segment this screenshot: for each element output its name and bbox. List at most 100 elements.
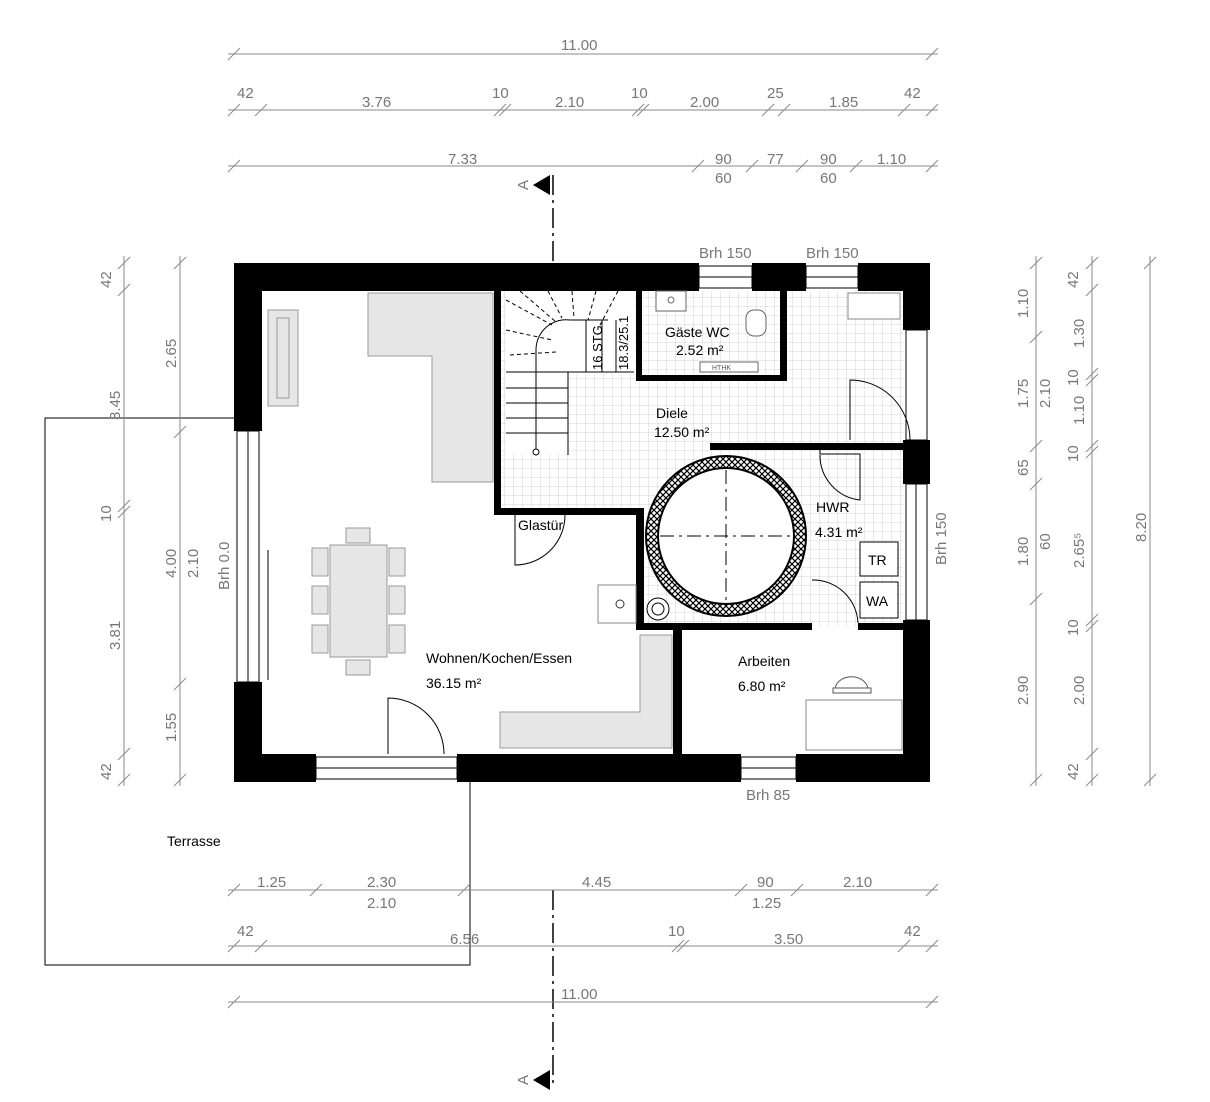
outer-walls bbox=[234, 263, 930, 782]
dryer-label: TR bbox=[868, 552, 887, 568]
dim-left-inner: 2.10 bbox=[185, 549, 202, 578]
radiator-label: HTHK bbox=[712, 365, 731, 372]
wc-fixtures: HTHK bbox=[655, 290, 767, 373]
dimensions-bottom: 1.25 2.30 4.45 90 2.10 2.10 1.25 42 6.56… bbox=[228, 874, 938, 1003]
dim-bottom-row1: 90 bbox=[757, 874, 774, 891]
dim-left-outer: 10 bbox=[98, 505, 115, 522]
dim-left-outer: 42 bbox=[98, 763, 115, 780]
guest-wc-area: 2.52 m² bbox=[676, 342, 724, 358]
hall-name: Diele bbox=[656, 405, 688, 421]
section-arrow-icon bbox=[533, 175, 550, 195]
window-top-right-label: Brh 150 bbox=[806, 245, 859, 262]
dim-right-col2: 2.00 bbox=[1071, 676, 1088, 705]
dim-top-overall: 11.00 bbox=[561, 37, 597, 54]
dim-left-outer: 3.45 bbox=[107, 391, 124, 420]
dim-bottom-row1-lower: 1.25 bbox=[752, 895, 781, 912]
dim-right-col2: 42 bbox=[1065, 763, 1082, 780]
dim-top-row3: 7.33 bbox=[448, 151, 477, 168]
dim-right-overall: 8.20 bbox=[1133, 513, 1150, 542]
dim-bottom-row1: 2.30 bbox=[367, 874, 396, 891]
dim-bottom-row2: 3.50 bbox=[774, 931, 803, 948]
dim-bottom-row1-lower: 2.10 bbox=[367, 895, 396, 912]
dim-left-inner: 1.55 bbox=[163, 713, 180, 742]
stairs-steps-label: 16 STG bbox=[590, 325, 605, 370]
dim-top-row2: 10 bbox=[631, 85, 648, 102]
window-top-left-label: Brh 150 bbox=[699, 245, 752, 262]
kitchen-furniture bbox=[267, 292, 903, 751]
dim-left-inner: 2.65 bbox=[163, 339, 180, 368]
dim-right-col2: 10 bbox=[1065, 619, 1082, 636]
dim-right-col1: 2.90 bbox=[1015, 676, 1032, 705]
dim-bottom-row2: 42 bbox=[904, 923, 921, 940]
room-labels: Wohnen/Kochen/Essen 36.15 m² Diele 12.50… bbox=[426, 324, 863, 694]
office-name: Arbeiten bbox=[738, 653, 790, 669]
terrace-label: Terrasse bbox=[167, 833, 221, 849]
dim-top-row3: 90 bbox=[820, 151, 837, 168]
dim-top-row3-lower: 60 bbox=[820, 170, 837, 187]
dim-right-col1: 2.10 bbox=[1037, 379, 1054, 408]
windows bbox=[236, 265, 928, 780]
dim-bottom-row1: 1.25 bbox=[257, 874, 286, 891]
stairs: 16 STG 18.3/25.1 bbox=[505, 290, 634, 456]
dim-top-row2: 42 bbox=[237, 85, 254, 102]
dim-top-row3-lower: 60 bbox=[715, 170, 732, 187]
dim-top-row2: 10 bbox=[492, 85, 509, 102]
dimensions-right: 1.10 1.75 2.10 65 1.80 60 2.90 42 1.30 1… bbox=[1015, 256, 1151, 786]
hall-area: 12.50 m² bbox=[654, 424, 710, 440]
washer-label: WA bbox=[866, 593, 889, 609]
dim-bottom-row2: 42 bbox=[237, 923, 254, 940]
dim-top-row3: 90 bbox=[715, 151, 732, 168]
dim-right-col1: 1.75 bbox=[1015, 379, 1032, 408]
window-labels: Brh 150 Brh 150 Brh 85 Brh 0.0 Brh 150 bbox=[216, 245, 950, 804]
dim-top-row2: 2.10 bbox=[555, 94, 584, 111]
living-area: 36.15 m² bbox=[426, 675, 482, 691]
section-arrow-icon bbox=[533, 1070, 550, 1090]
dim-right-col1: 1.80 bbox=[1015, 537, 1032, 566]
section-label-bottom: A bbox=[515, 1075, 532, 1085]
dim-right-col2: 10 bbox=[1065, 369, 1082, 386]
utility-name: HWR bbox=[816, 499, 849, 515]
dim-left-outer: 3.81 bbox=[107, 621, 124, 650]
dim-bottom-overall: 11.00 bbox=[561, 986, 597, 1003]
inner-walls bbox=[494, 291, 903, 754]
guest-wc-name: Gäste WC bbox=[665, 324, 730, 340]
stairs-ratio-label: 18.3/25.1 bbox=[616, 316, 631, 370]
appliances: TR WA bbox=[859, 541, 899, 619]
dim-bottom-row1: 2.10 bbox=[843, 874, 872, 891]
dim-top-row2: 1.85 bbox=[829, 94, 858, 111]
section-cut-line: A A bbox=[515, 175, 554, 1090]
window-right-label: Brh 150 bbox=[933, 512, 950, 565]
dimensions-left: 42 3.45 10 3.81 42 2.65 4.00 2.10 1.55 bbox=[98, 256, 202, 786]
dim-top-row2: 25 bbox=[767, 85, 784, 102]
office-area: 6.80 m² bbox=[738, 678, 786, 694]
section-label-top: A bbox=[515, 180, 532, 190]
dim-top-row2: 3.76 bbox=[362, 94, 391, 111]
terrace: Terrasse bbox=[44, 417, 471, 966]
dim-right-col2: 42 bbox=[1065, 271, 1082, 288]
dim-top-row2: 2.00 bbox=[690, 94, 719, 111]
dim-left-outer: 42 bbox=[98, 271, 115, 288]
storage-tank bbox=[645, 455, 807, 621]
dim-top-row3: 1.10 bbox=[877, 151, 906, 168]
living-name: Wohnen/Kochen/Essen bbox=[426, 650, 572, 666]
dim-bottom-row2: 6.56 bbox=[450, 931, 479, 948]
glass-door-label: Glastür bbox=[518, 517, 563, 533]
dim-right-col2: 1.30 bbox=[1071, 319, 1088, 348]
dim-right-col1: 1.10 bbox=[1015, 289, 1032, 318]
doors bbox=[387, 379, 911, 755]
dim-right-col1: 65 bbox=[1015, 459, 1032, 476]
utility-area: 4.31 m² bbox=[815, 524, 863, 540]
dim-top-row2: 42 bbox=[904, 85, 921, 102]
dim-bottom-row1: 4.45 bbox=[582, 874, 611, 891]
dim-right-col2: 1.10 bbox=[1071, 396, 1088, 425]
dimension-ticks bbox=[117, 47, 1157, 1009]
dim-top-row3: 77 bbox=[767, 151, 784, 168]
dim-right-col2: 2.65⁵ bbox=[1071, 533, 1088, 568]
dim-right-col2: 10 bbox=[1065, 445, 1082, 462]
window-bottom-label: Brh 85 bbox=[746, 787, 790, 804]
dimensions-top: 11.00 42 3.76 10 2.10 10 2.00 25 1.85 42… bbox=[228, 37, 938, 187]
window-left-label: Brh 0.0 bbox=[216, 542, 233, 590]
dim-bottom-row2: 10 bbox=[668, 923, 685, 940]
dim-left-inner: 4.00 bbox=[163, 549, 180, 578]
